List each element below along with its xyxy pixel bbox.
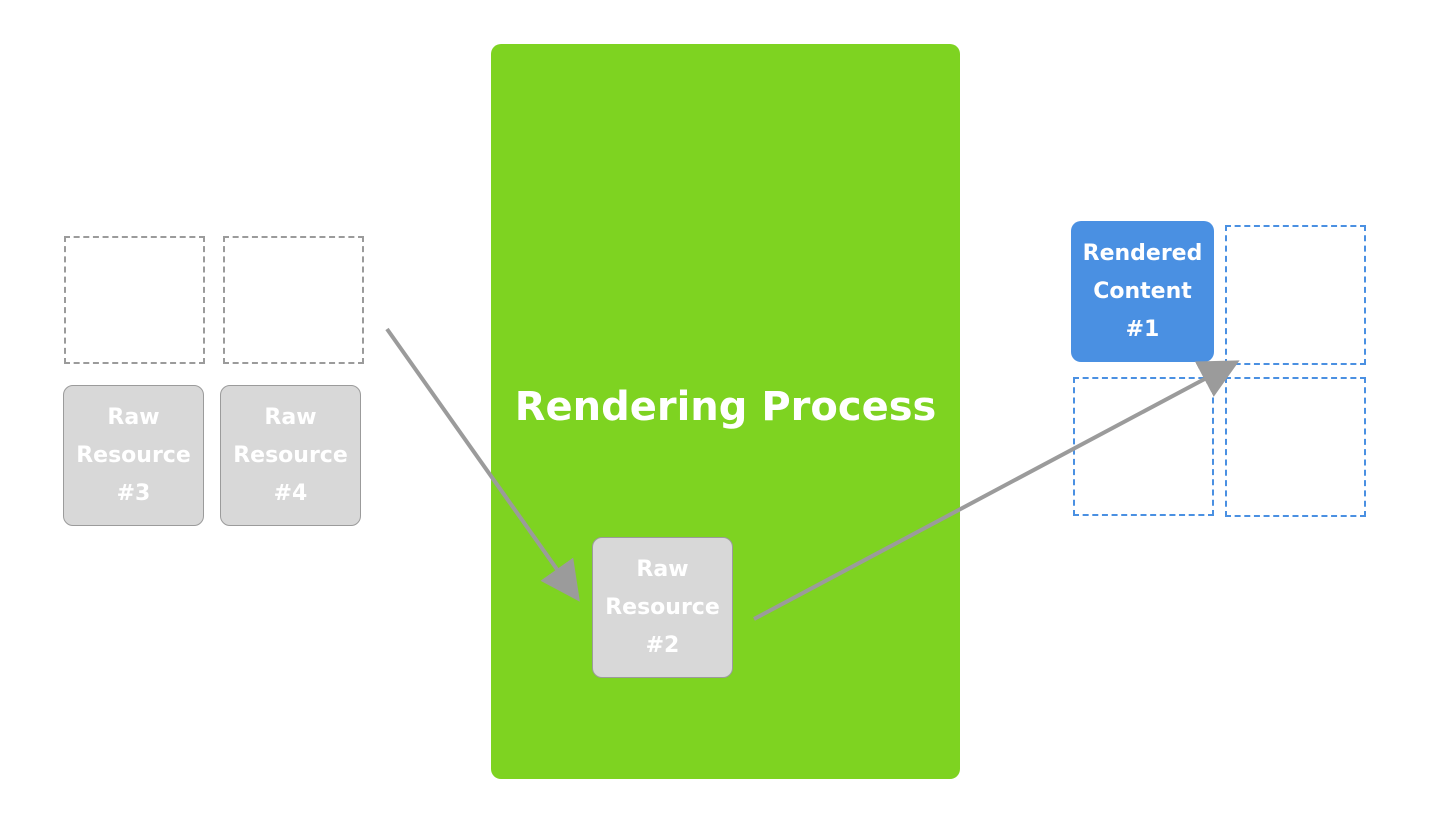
arrow-out-of-process [753,360,1240,621]
arrow-into-process [385,327,580,602]
rendering-process-title: Rendering Process [514,384,937,430]
raw-resource-2: Raw Resource #2 [592,537,733,678]
output-slot-top-right [1225,225,1366,365]
output-slot-bottom-right [1225,377,1366,517]
raw-resource-4: Raw Resource #4 [220,385,361,526]
raw-resource-3: Raw Resource #3 [63,385,204,526]
rendered-content-1: Rendered Content #1 [1071,221,1214,362]
input-slot-4 [223,236,364,364]
input-slot-3 [64,236,205,364]
